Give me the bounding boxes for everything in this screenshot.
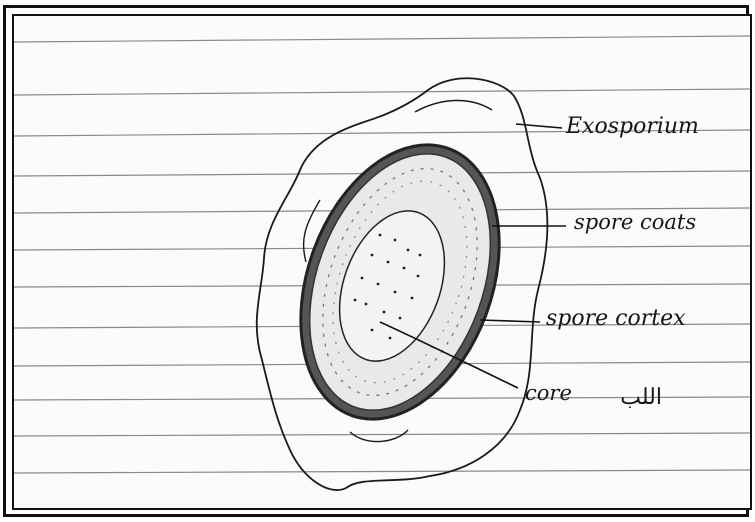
label-spore-cortex: spore cortex bbox=[546, 306, 686, 331]
label-exosporium: Exosporium bbox=[565, 114, 699, 139]
label-core-arabic: اللب bbox=[620, 385, 662, 410]
label-core: core bbox=[525, 381, 572, 405]
label-spore-coats: spore coats bbox=[574, 210, 696, 234]
